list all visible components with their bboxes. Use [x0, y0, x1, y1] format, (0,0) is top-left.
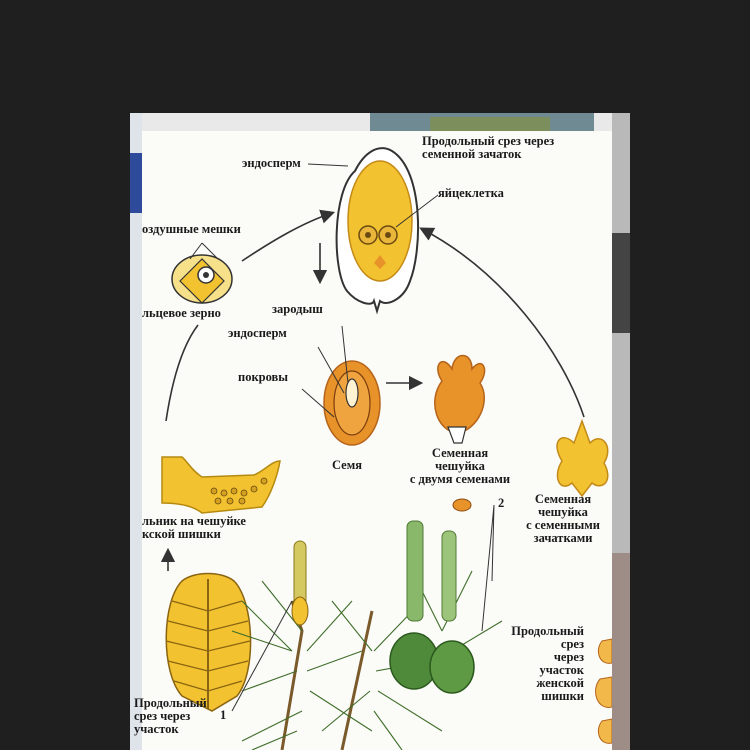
background-strip-left [130, 113, 142, 750]
label-female-cone-section: Продольный срез через участок женской ши… [502, 625, 584, 703]
label-line: Семенная [534, 492, 592, 506]
textbook-page: Продольный срез через семенной зачаток э… [134, 131, 612, 750]
background-flag-strip [130, 153, 142, 213]
label-endosperm-top: эндосперм [242, 156, 301, 170]
young-shoot [291, 540, 309, 626]
label-line: семенной зачаток [422, 147, 522, 161]
label-line: льник на чешуйке [142, 514, 246, 528]
label-line: через [553, 650, 584, 664]
label-male-cone-section: Продольный срез через участок [134, 697, 207, 736]
pollen-grain [171, 254, 233, 304]
label-line: срез через [134, 709, 191, 723]
male-cone-section [165, 572, 252, 712]
label-line: кской шишки [142, 527, 221, 541]
label-line: Продольный [511, 624, 584, 638]
label-endosperm-mid: эндосперм [228, 326, 287, 340]
label-longitudinal-section: Продольный срез через семенной зачаток [422, 135, 554, 161]
photo-frame: Продольный срез через семенной зачаток э… [130, 113, 630, 750]
pine-lifecycle-diagram [160, 147, 612, 750]
seed-section [323, 360, 381, 446]
label-egg-cell: яйцеклетка [438, 186, 504, 200]
label-pollen-grain: льцевое зерно [142, 306, 221, 320]
seed-scale-two-seeds [434, 354, 486, 444]
label-scale-ovules: Семенная чешуйка с семенными зачатками [514, 493, 612, 545]
label-line: с двумя семенами [409, 472, 511, 486]
label-line: чешуйка [435, 459, 485, 473]
label-line: участок [134, 722, 179, 736]
leader-lines [189, 163, 495, 712]
male-scale-section [161, 456, 281, 514]
label-embryo: зародыш [272, 302, 323, 316]
label-line: зачатками [533, 531, 593, 545]
background-strip-right-dark [612, 233, 630, 333]
label-seed: Семя [332, 458, 363, 472]
background-strip-right-lower [612, 553, 630, 750]
label-number-2: 2 [498, 496, 505, 510]
label-line: Продольный срез через [422, 134, 555, 148]
female-cones [389, 498, 475, 694]
female-cone-section-fragment [595, 638, 612, 744]
label-line: женской [536, 676, 584, 690]
label-line: участок [539, 663, 584, 677]
cycle-arrows [160, 209, 585, 571]
ovule-section [335, 147, 420, 315]
label-coats: покровы [238, 370, 289, 384]
background-map-land [430, 117, 550, 131]
label-line: Семенная [431, 446, 489, 460]
label-number-1: 1 [220, 708, 227, 722]
label-line: чешуйка [538, 505, 588, 519]
label-line: с семенными [526, 518, 600, 532]
label-line: Продольный [134, 696, 207, 710]
label-pollen-sac: льник на чешуйке кской шишки [142, 515, 246, 541]
label-line: срез [560, 637, 584, 651]
label-line: шишки [541, 689, 584, 703]
label-air-sacs: оздушные мешки [142, 222, 241, 236]
label-scale-two-seeds: Семенная чешуйка с двумя семенами [380, 447, 540, 486]
seed-scale-ovules [556, 418, 609, 498]
